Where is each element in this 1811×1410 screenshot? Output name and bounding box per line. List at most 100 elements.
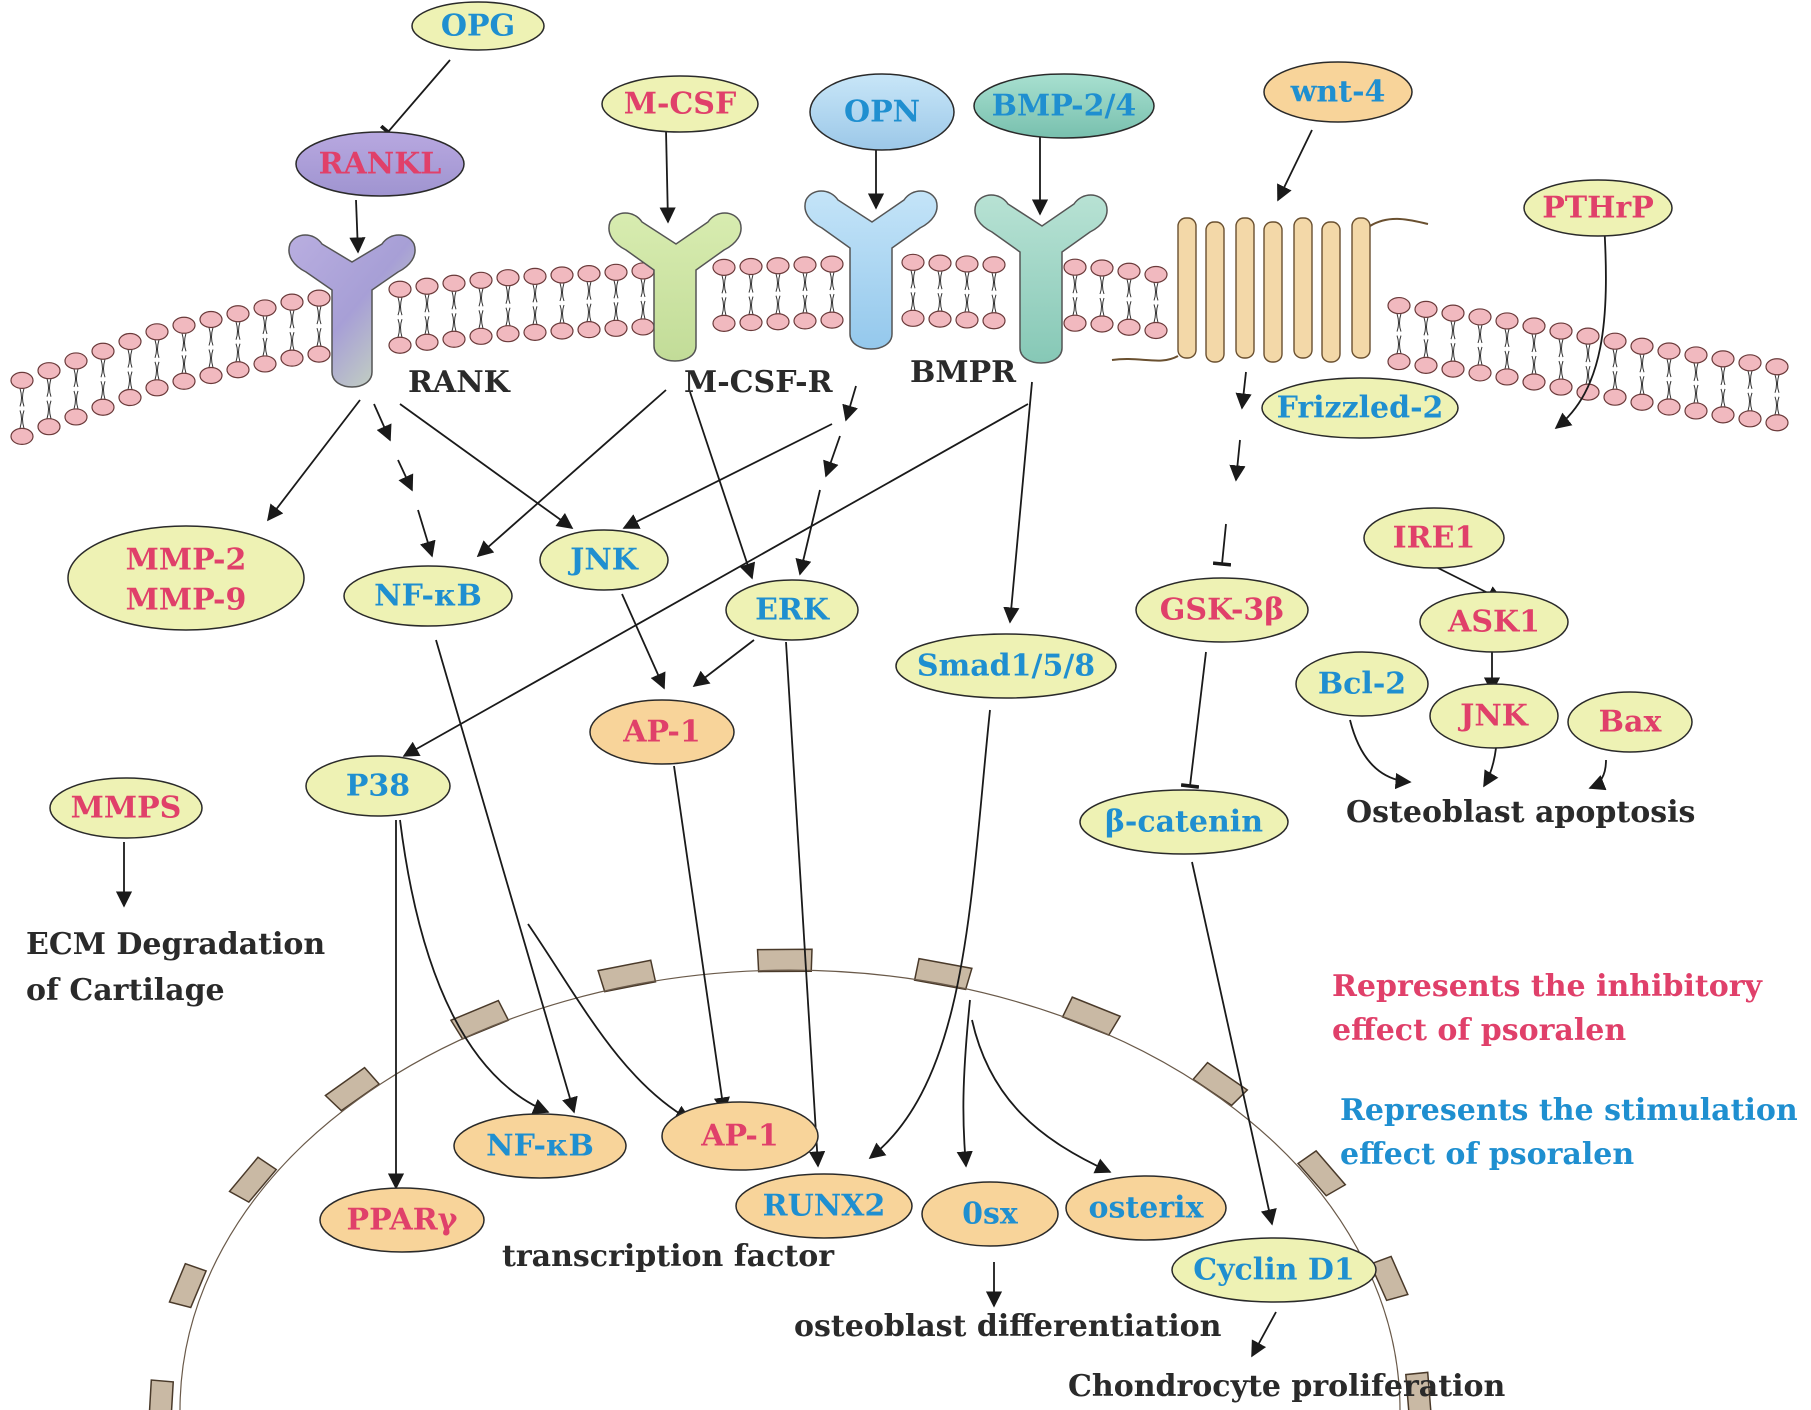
node-bmp: BMP-2/4 xyxy=(973,73,1155,139)
lipid-tail xyxy=(829,271,835,313)
arrow-rankl-rank xyxy=(349,199,366,254)
lipid-head xyxy=(1090,259,1114,277)
rank-receptor xyxy=(288,234,416,388)
node-bcl2-label: Bcl-2 xyxy=(1318,667,1406,702)
lipid-tail xyxy=(505,285,511,326)
node-jnk-top: JNK xyxy=(539,529,669,591)
nuclear-envelope-inner xyxy=(179,969,1401,1410)
lipid-tail xyxy=(316,305,322,347)
arrow-jnk-ap1 xyxy=(621,593,666,690)
lipid-tail xyxy=(1720,366,1726,408)
lipid-head xyxy=(172,372,196,390)
lipid-tail xyxy=(1585,343,1591,385)
node-gsk3b: GSK-3β xyxy=(1135,577,1309,643)
node-ire1-label: IRE1 xyxy=(1393,521,1476,556)
lipid-tail xyxy=(910,270,916,311)
lipid-head xyxy=(1063,314,1087,332)
lipid-head xyxy=(793,256,817,274)
node-bcatenin-label: β-catenin xyxy=(1105,805,1263,840)
lipid-tail xyxy=(1666,358,1672,400)
node-runx2: RUNX2 xyxy=(735,1173,913,1239)
lipid-head xyxy=(64,352,88,370)
cell-membrane xyxy=(10,253,1789,445)
nuclear-envelope-segment xyxy=(168,1262,208,1309)
arrow-bcatenin-cyclind1 xyxy=(1191,861,1277,1226)
node-ap1-nuc-label: AP-1 xyxy=(700,1119,779,1154)
lipid-tail xyxy=(208,327,214,368)
lipid-tail xyxy=(262,315,268,357)
lipid-head xyxy=(199,310,223,329)
label-transcription-factor: transcription factor xyxy=(502,1239,835,1274)
arrow-frizzled-gsk3b xyxy=(1212,523,1232,567)
lipid-head xyxy=(415,333,439,351)
arrow-rank-nfkb-2 xyxy=(397,459,414,492)
arrow-jnk-apoptosis xyxy=(1483,747,1499,788)
label-rank: RANK xyxy=(408,365,511,400)
lipid-tail xyxy=(289,309,295,351)
lipid-head xyxy=(1387,296,1411,315)
lipid-head xyxy=(577,265,601,283)
lipid-head xyxy=(91,342,115,360)
node-opn: OPN xyxy=(809,73,955,151)
arrow-bmpr-smad xyxy=(1003,381,1033,624)
node-nfkb-nuc-label: NF-κB xyxy=(486,1129,594,1164)
node-ask1-label: ASK1 xyxy=(1447,605,1540,640)
lipid-tail xyxy=(1099,275,1105,317)
bmp-receptor xyxy=(974,194,1108,364)
legend-stim-line2: effect of psoralen xyxy=(1340,1137,1634,1172)
lipid-tail xyxy=(478,288,484,329)
nuclear-envelope-segment xyxy=(597,959,657,993)
node-nfkb-top-label: NF-κB xyxy=(374,579,482,614)
lipid-head xyxy=(712,314,736,332)
node-p38: P38 xyxy=(305,755,451,817)
arrow-smad-osterix xyxy=(971,1019,1112,1174)
lipid-head xyxy=(1522,373,1546,391)
arrow-mcsf-receptor xyxy=(659,129,676,224)
label-apoptosis: Osteoblast apoptosis xyxy=(1346,795,1695,830)
arrow-smad-runx2 xyxy=(868,709,991,1160)
lipid-tail xyxy=(1531,333,1537,375)
lipid-head xyxy=(793,312,817,330)
node-mmp9-label: MMP-9 xyxy=(126,583,247,618)
node-bax-label: Bax xyxy=(1599,705,1663,740)
lipid-tail xyxy=(586,281,592,322)
node-cyclind1: Cyclin D1 xyxy=(1171,1237,1377,1303)
lipid-tail xyxy=(181,333,187,374)
lipid-head xyxy=(955,255,979,273)
label-chondrocyte-proliferation: Chondrocyte proliferation xyxy=(1068,1369,1505,1404)
lipid-head xyxy=(604,263,628,281)
nuclear-envelope-segment xyxy=(1061,996,1122,1037)
node-mmp2-label: MMP-2 xyxy=(126,543,247,578)
lipid-head xyxy=(928,254,952,272)
lipid-head xyxy=(280,293,304,311)
arrow-cyclind1-proliferation xyxy=(1251,1311,1277,1358)
node-mmps-label: MMPS xyxy=(71,791,182,826)
lipid-head xyxy=(1684,402,1708,420)
arrow-opn-erk xyxy=(795,489,821,576)
node-nfkb-top: NF-κB xyxy=(343,565,513,627)
pathway-nodes: OPG RANKL M-CSF OPN BMP-2/4 wnt-4 PTHrP xyxy=(49,1,1693,1303)
arrow-bax-apoptosis xyxy=(1588,759,1607,791)
lipid-head xyxy=(766,257,790,275)
node-opg-label: OPG xyxy=(441,9,515,44)
label-bmpr: BMPR xyxy=(910,355,1017,390)
lipid-head xyxy=(739,313,763,332)
node-ap1-nuc: AP-1 xyxy=(661,1101,819,1171)
lipid-head xyxy=(199,366,223,385)
lipid-tail xyxy=(127,349,133,390)
node-ask1: ASK1 xyxy=(1419,591,1569,653)
pathway-arrows xyxy=(115,59,1607,1358)
label-ecm-line2: of Cartilage xyxy=(26,973,225,1008)
lipid-head xyxy=(253,355,277,373)
lipid-tail xyxy=(613,280,619,321)
node-wnt4: wnt-4 xyxy=(1263,61,1413,123)
arrow-opn-2 xyxy=(823,435,841,478)
node-mmps: MMPS xyxy=(49,777,203,839)
lipid-head xyxy=(1144,265,1168,284)
lipid-head xyxy=(1063,258,1087,276)
lipid-head xyxy=(1738,354,1762,372)
lipid-head xyxy=(1090,315,1114,333)
lipid-tail xyxy=(235,321,241,362)
node-gsk3b-label: GSK-3β xyxy=(1160,593,1284,628)
lipid-head xyxy=(415,277,439,295)
